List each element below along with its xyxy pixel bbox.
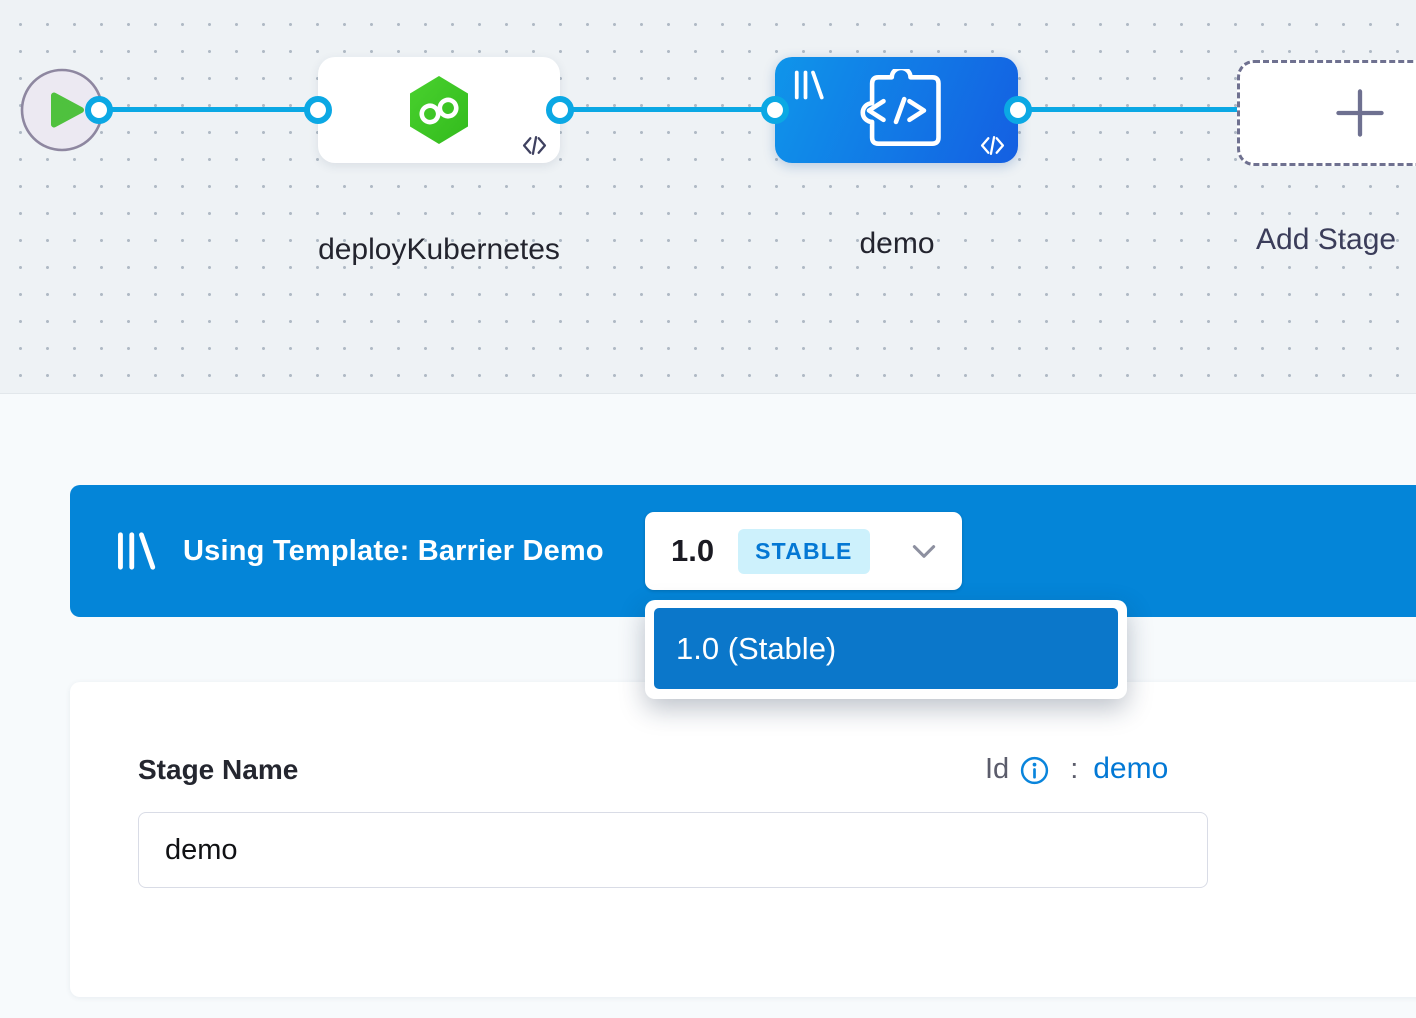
stage-name-label: Stage Name [138, 754, 299, 785]
connector-dot [761, 96, 789, 124]
connector-dot [1004, 96, 1032, 124]
pipeline-canvas: deployKubernetes demo Add Stage [0, 0, 1416, 394]
code-icon [522, 135, 547, 156]
deploy-hexagon-icon [410, 76, 468, 144]
edge-start-to-deploy [99, 107, 318, 112]
version-stable-badge: STABLE [738, 528, 870, 574]
connector-dot [546, 96, 574, 124]
connector-dot [304, 96, 332, 124]
custom-stage-icon [859, 68, 941, 146]
template-library-icon [791, 70, 825, 100]
stage-label-deploy-kubernetes: deployKubernetes [318, 233, 560, 266]
template-version-selector[interactable]: 1.0 STABLE [645, 512, 962, 590]
template-banner-text: Using Template: Barrier Demo [183, 534, 604, 567]
add-stage-button[interactable] [1237, 60, 1416, 166]
stage-name-input[interactable] [138, 812, 1208, 888]
template-banner: Using Template: Barrier Demo 1.0 STABLE [70, 485, 1416, 617]
stage-node-deploy-kubernetes[interactable] [318, 57, 560, 163]
stage-label-demo: demo [859, 227, 935, 260]
edge-demo-to-addstage [1018, 107, 1239, 112]
id-label: Id [985, 752, 1010, 785]
edge-deploy-to-demo [560, 107, 775, 112]
stage-id-row: Id : demo [985, 752, 1168, 786]
stage-overview-card: Stage Name Id : demo [70, 682, 1416, 997]
template-library-icon [114, 531, 156, 571]
chevron-down-icon [912, 544, 936, 559]
connector-dot [85, 96, 113, 124]
info-icon[interactable] [1019, 755, 1050, 786]
version-dropdown-menu: 1.0 (Stable) [645, 600, 1127, 699]
template-version-value: 1.0 [671, 533, 715, 568]
stage-node-demo[interactable] [775, 57, 1018, 163]
code-icon [980, 135, 1005, 156]
plus-icon [1336, 89, 1384, 137]
id-separator: : [1070, 752, 1079, 785]
add-stage-label: Add Stage [1256, 223, 1397, 256]
stage-id-value: demo [1093, 752, 1169, 785]
version-dropdown-item[interactable]: 1.0 (Stable) [654, 608, 1118, 689]
